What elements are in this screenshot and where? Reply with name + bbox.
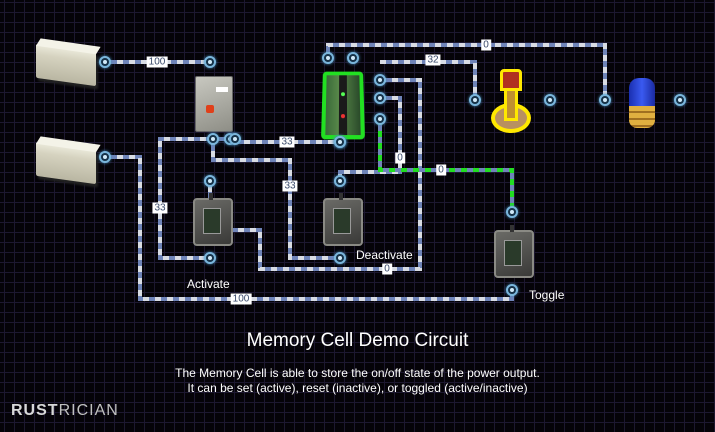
splitter-tag xyxy=(216,87,228,92)
connection-node[interactable] xyxy=(374,74,386,86)
switch-deactivate-label: Deactivate xyxy=(356,248,413,262)
rustrician-logo: RUSTRICIAN xyxy=(11,402,119,420)
switch-toggle-label: Toggle xyxy=(529,288,565,302)
connection-node[interactable] xyxy=(599,94,611,106)
blue-lamp[interactable] xyxy=(627,78,657,132)
wire-battery2-toggle[interactable] xyxy=(105,155,514,301)
wire-splitter-activate[interactable] xyxy=(158,137,230,260)
wire-label: 0 xyxy=(395,152,405,164)
connection-node[interactable] xyxy=(322,52,334,64)
wire-label: 100 xyxy=(146,56,168,68)
connection-node[interactable] xyxy=(99,151,111,163)
switch-knob-icon xyxy=(339,193,343,200)
wire-dash-battery2-toggle xyxy=(105,155,514,301)
connection-node[interactable] xyxy=(506,284,518,296)
wire-label: 0 xyxy=(382,263,392,275)
siren-bulb-icon xyxy=(500,69,522,91)
wire-dash-memcell-bluelamp xyxy=(326,43,607,100)
memory-cell[interactable] xyxy=(321,71,365,140)
page-title: Memory Cell Demo Circuit xyxy=(246,330,469,351)
blue-lamp-bulb-icon xyxy=(629,78,655,108)
connection-node[interactable] xyxy=(229,133,241,145)
connection-node[interactable] xyxy=(506,206,518,218)
connection-node[interactable] xyxy=(334,136,346,148)
connection-node[interactable] xyxy=(204,175,216,187)
switch-knob-icon xyxy=(209,193,213,200)
memory-cell-strip xyxy=(338,75,348,136)
switch-face xyxy=(333,208,351,234)
connection-node[interactable] xyxy=(674,94,686,106)
wire-label: 100 xyxy=(230,293,252,305)
connection-node[interactable] xyxy=(334,252,346,264)
switch-face xyxy=(203,208,221,234)
wire-dash-deactivate-memcell xyxy=(208,78,422,271)
wire-label: 33 xyxy=(282,180,298,192)
switch-knob-icon xyxy=(510,225,514,232)
description: The Memory Cell is able to store the on/… xyxy=(0,366,715,396)
wire-dash-splitter-deactivate xyxy=(211,139,340,260)
logo-part2: RICIAN xyxy=(58,402,119,419)
wire-label: 33 xyxy=(279,136,295,148)
logo-part1: RUST xyxy=(11,402,59,419)
switch-activate-label: Activate xyxy=(187,277,230,291)
connection-node[interactable] xyxy=(347,52,359,64)
splitter-button-icon xyxy=(206,105,214,113)
connection-node[interactable] xyxy=(207,133,219,145)
wire-label: 33 xyxy=(152,202,168,214)
wire-label: 0 xyxy=(436,164,446,176)
connection-node[interactable] xyxy=(469,94,481,106)
wire-memcell-bluelamp[interactable] xyxy=(326,43,607,100)
wire-dash-toggle-memcell xyxy=(378,119,514,212)
connection-node[interactable] xyxy=(334,175,346,187)
connection-node[interactable] xyxy=(204,56,216,68)
switch-face xyxy=(504,240,522,266)
blue-lamp-base xyxy=(629,106,655,128)
connection-node[interactable] xyxy=(374,92,386,104)
switch-deactivate[interactable] xyxy=(323,193,363,246)
wire-dash-memcell-siren xyxy=(380,60,477,100)
electrical-splitter[interactable] xyxy=(195,76,233,132)
red-led-icon xyxy=(340,114,346,119)
connection-node[interactable] xyxy=(99,56,111,68)
switch-toggle[interactable] xyxy=(494,225,534,278)
description-line: The Memory Cell is able to store the on/… xyxy=(175,366,540,380)
connection-node[interactable] xyxy=(544,94,556,106)
wire-label: 0 xyxy=(481,39,491,51)
wire-deactivate-memcell[interactable] xyxy=(208,78,422,271)
description-line: It can be set (active), reset (inactive)… xyxy=(187,381,528,395)
connection-node[interactable] xyxy=(374,113,386,125)
connection-node[interactable] xyxy=(204,252,216,264)
green-led-icon xyxy=(341,92,345,97)
wire-label: 32 xyxy=(425,54,441,66)
switch-activate[interactable] xyxy=(193,193,233,246)
siren-light[interactable] xyxy=(491,69,531,133)
